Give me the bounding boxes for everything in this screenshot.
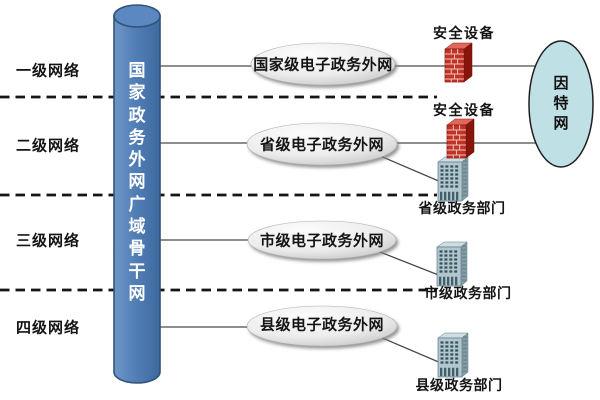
security-device-label-1: 安全设备 bbox=[433, 26, 495, 42]
backbone-cylinder bbox=[113, 4, 161, 384]
building-icon-municipal bbox=[437, 242, 467, 286]
network-label-municipal: 市级电子政务外网 bbox=[259, 231, 385, 250]
tier-label-3: 三级网络 bbox=[15, 231, 81, 250]
network-ellipse-county bbox=[246, 305, 398, 347]
network-label-provincial: 省级电子政务外网 bbox=[259, 135, 385, 154]
building-icon-provincial bbox=[438, 157, 468, 201]
connector-provincial-dept bbox=[377, 154, 442, 183]
backbone-label: 国家政务外网广域骨干网 bbox=[128, 61, 146, 304]
department-label-municipal: 市级政务部门 bbox=[424, 286, 512, 302]
network-label-national: 国家级电子政务外网 bbox=[253, 55, 393, 74]
network-label-county: 县级电子政务外网 bbox=[259, 315, 385, 334]
network-ellipse-municipal bbox=[247, 220, 397, 260]
firewall-icon-provincial bbox=[446, 118, 475, 159]
internet-label: 因特网 bbox=[553, 74, 569, 132]
firewall-icon-national bbox=[444, 42, 473, 83]
tier-label-1: 一级网络 bbox=[15, 61, 81, 80]
connector-municipal-dept bbox=[379, 251, 442, 277]
department-label-provincial: 省级政务部门 bbox=[418, 201, 506, 217]
security-device-label-2: 安全设备 bbox=[433, 103, 495, 119]
building-icon-county bbox=[438, 333, 468, 377]
network-ellipse-provincial bbox=[246, 122, 398, 166]
internet-cloud bbox=[528, 40, 594, 168]
department-label-county: 县级政务部门 bbox=[415, 378, 503, 394]
connector-county-dept bbox=[379, 336, 442, 364]
network-ellipse-national bbox=[250, 42, 396, 86]
tier-label-2: 二级网络 bbox=[15, 136, 81, 155]
tier-label-4: 四级网络 bbox=[15, 318, 81, 337]
